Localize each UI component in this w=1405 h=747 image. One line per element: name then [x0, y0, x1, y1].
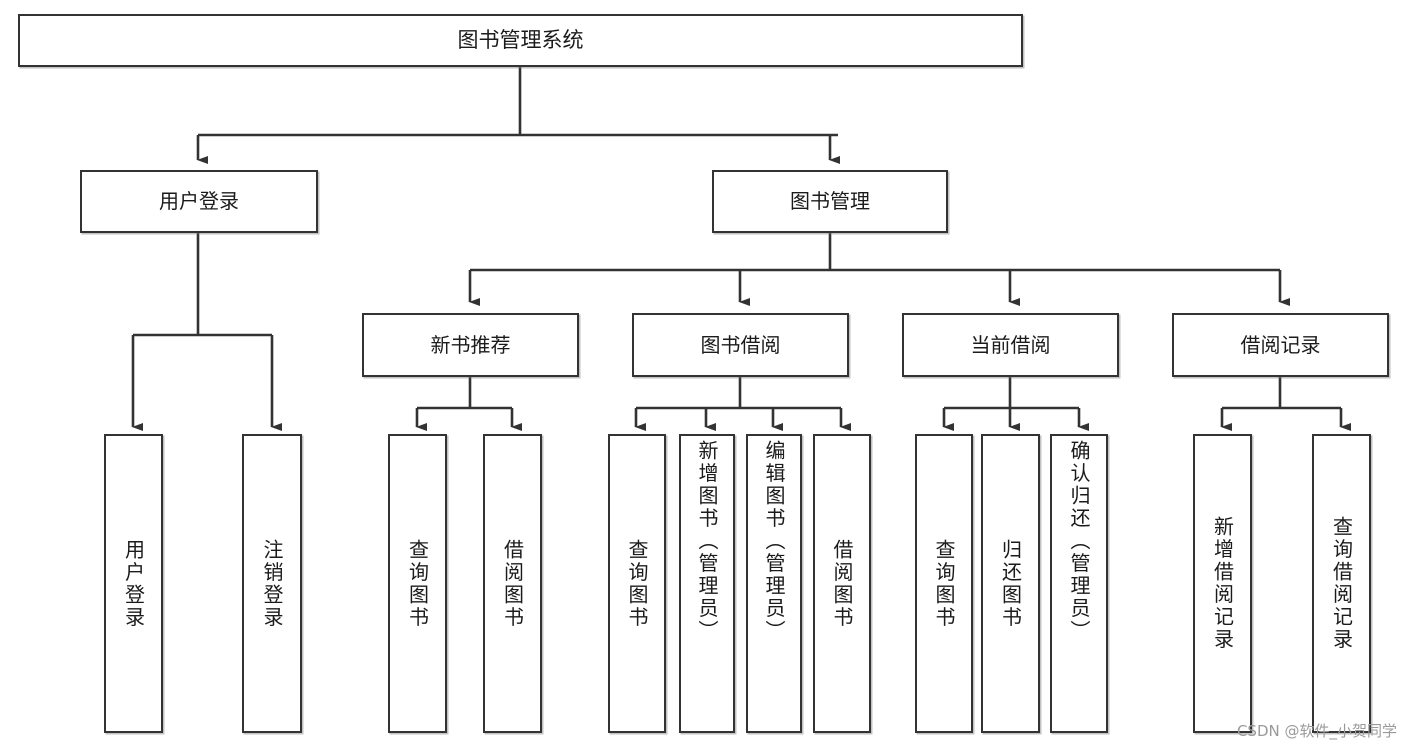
node-label: 用户登录: [159, 189, 239, 213]
leaf-new-book-borrow-book[interactable]: 借阅图书: [483, 434, 542, 733]
node-label: 借阅图书: [830, 538, 854, 629]
node-label: 当前借阅: [970, 332, 1051, 357]
node-borrowing-record[interactable]: 借阅记录: [1172, 313, 1389, 377]
leaf-new-book-query-book[interactable]: 查询图书: [388, 434, 447, 733]
leaf-record-add-borrow-record[interactable]: 新增借阅记录: [1193, 434, 1252, 733]
leaf-current-return-book[interactable]: 归还图书: [981, 434, 1040, 733]
node-label: 用户登录: [121, 538, 146, 629]
leaf-current-query-book[interactable]: 查询图书: [915, 434, 973, 733]
leaf-borrow-edit-book-admin[interactable]: 编辑图书（管理员）: [746, 434, 802, 733]
node-label: 新增借阅记录: [1210, 516, 1235, 651]
node-label: 归还图书: [998, 538, 1023, 629]
node-label: 查询图书: [932, 538, 956, 629]
leaf-borrow-query-book[interactable]: 查询图书: [608, 434, 666, 733]
node-label: 借阅记录: [1240, 332, 1321, 357]
node-book-borrowing[interactable]: 图书借阅: [632, 313, 849, 377]
node-root-book-management-system[interactable]: 图书管理系统: [18, 14, 1023, 67]
node-book-management[interactable]: 图书管理: [712, 170, 948, 233]
leaf-record-query-borrow-record[interactable]: 查询借阅记录: [1312, 434, 1371, 733]
node-label: 查询图书: [625, 538, 649, 629]
node-label: 编辑图书（管理员）: [762, 440, 786, 643]
leaf-user-login[interactable]: 用户登录: [104, 434, 163, 733]
node-label: 图书借阅: [700, 332, 781, 357]
leaf-current-confirm-return-admin[interactable]: 确认归还（管理员）: [1050, 434, 1108, 733]
watermark-text: CSDN @软件_小贺同学: [1236, 722, 1397, 740]
node-user-login[interactable]: 用户登录: [80, 170, 318, 233]
node-label: 图书管理系统: [457, 28, 584, 53]
leaf-logout[interactable]: 注销登录: [242, 434, 302, 733]
leaf-borrow-lend-book[interactable]: 借阅图书: [813, 434, 871, 733]
node-label: 确认归还（管理员）: [1067, 440, 1091, 643]
node-label: 新书推荐: [430, 332, 511, 357]
node-label: 注销登录: [260, 538, 284, 629]
node-label: 借阅图书: [500, 538, 525, 629]
node-new-book-recommendation[interactable]: 新书推荐: [362, 313, 579, 377]
node-label: 查询图书: [405, 538, 430, 629]
leaf-borrow-add-book-admin[interactable]: 新增图书（管理员）: [679, 434, 735, 733]
node-label: 新增图书（管理员）: [695, 440, 719, 643]
node-current-borrowing[interactable]: 当前借阅: [902, 313, 1119, 377]
node-label: 查询借阅记录: [1329, 516, 1354, 651]
node-label: 图书管理: [790, 189, 870, 213]
